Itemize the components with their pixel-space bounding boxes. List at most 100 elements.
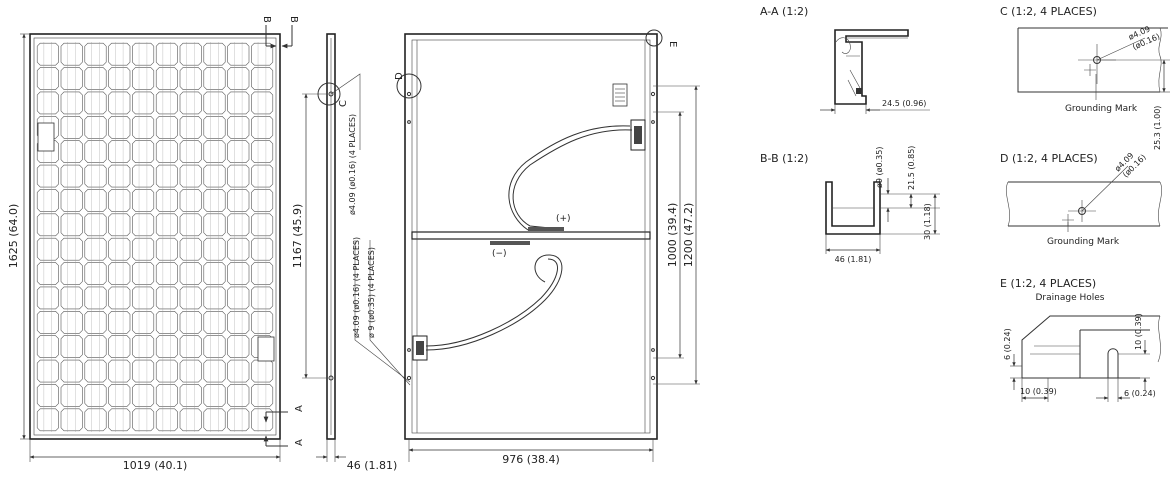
solar-cell bbox=[132, 189, 155, 212]
solar-cell bbox=[227, 189, 250, 212]
solar-cell bbox=[179, 189, 202, 212]
solar-cell bbox=[84, 262, 107, 285]
solar-cell bbox=[227, 140, 250, 163]
back-view: D E (+) (−) 976 (38.4) bbox=[394, 29, 700, 466]
solar-cell bbox=[227, 311, 250, 334]
solar-cell bbox=[179, 213, 202, 237]
solar-cell bbox=[108, 335, 131, 358]
detail-e-circle bbox=[645, 29, 663, 47]
detail-d-title: D (1:2, 4 PLACES) bbox=[1000, 152, 1098, 165]
solar-cell bbox=[60, 116, 83, 139]
detail-e-dim-bottom-right: 6 (0.24) bbox=[1124, 389, 1156, 398]
solar-cell bbox=[251, 67, 274, 90]
solar-cell bbox=[108, 42, 131, 66]
solar-cell bbox=[84, 286, 107, 310]
detail-e-letter: E bbox=[667, 41, 678, 47]
solar-cell bbox=[60, 384, 83, 407]
solar-cell bbox=[179, 286, 202, 310]
detail-e-dim-right: 10 (0.39) bbox=[1134, 313, 1143, 350]
back-cross-bar bbox=[411, 231, 651, 240]
solar-cell bbox=[108, 67, 131, 90]
solar-cell bbox=[179, 384, 202, 407]
solar-cell bbox=[203, 311, 226, 334]
solar-cell bbox=[203, 67, 226, 90]
solar-cell bbox=[132, 408, 155, 432]
solar-cell bbox=[203, 91, 226, 115]
solar-cell bbox=[179, 42, 202, 66]
solar-cell bbox=[155, 262, 178, 285]
solar-cell bbox=[155, 91, 178, 115]
solar-cell bbox=[84, 91, 107, 115]
solar-cell bbox=[203, 286, 226, 310]
solar-cell bbox=[60, 262, 83, 285]
solar-cell bbox=[203, 262, 226, 285]
solar-cell bbox=[155, 164, 178, 188]
detail-e-dim-bottom-left: 10 (0.39) bbox=[1020, 387, 1057, 396]
solar-cell bbox=[132, 335, 155, 358]
front-frame-inner bbox=[33, 37, 277, 436]
solar-cell bbox=[227, 335, 250, 358]
solar-cell bbox=[203, 164, 226, 188]
solar-cell bbox=[155, 408, 178, 432]
solar-cell bbox=[251, 213, 274, 237]
rating-label bbox=[612, 83, 628, 107]
detail-c-caption: Grounding Mark bbox=[1065, 104, 1138, 114]
solar-cell bbox=[36, 286, 59, 310]
label-box-right bbox=[257, 336, 275, 362]
section-b-left-letter: B bbox=[261, 16, 272, 23]
solar-cell bbox=[251, 91, 274, 115]
detail-e-dim-left: 6 (0.24) bbox=[1003, 328, 1012, 360]
solar-cell bbox=[203, 213, 226, 237]
side-hole-top-label: ø4.09 (ø0.16) (4 PLACES) bbox=[348, 114, 357, 215]
solar-cell bbox=[84, 213, 107, 237]
solar-cell bbox=[36, 384, 59, 407]
solar-cell-grid bbox=[36, 42, 274, 432]
solar-cell bbox=[60, 359, 83, 383]
plus-label: (+) bbox=[556, 214, 571, 224]
solar-cell bbox=[179, 408, 202, 432]
solar-cell bbox=[84, 42, 107, 66]
solar-cell bbox=[132, 286, 155, 310]
solar-cell bbox=[36, 91, 59, 115]
solar-cell bbox=[179, 237, 202, 261]
solar-cell bbox=[227, 213, 250, 237]
section-bb-hole-label: ø9 (ø0.35) bbox=[875, 147, 884, 188]
solar-cell bbox=[179, 164, 202, 188]
solar-cell bbox=[84, 311, 107, 334]
section-bb-title: B-B (1:2) bbox=[760, 152, 808, 165]
side-hole-spacing-label: 1167 (45.9) bbox=[291, 204, 304, 269]
solar-cell bbox=[108, 164, 131, 188]
detail-c: C (1:2, 4 PLACES) ø4.09 (ø0.16) 25.3 (1.… bbox=[1000, 5, 1170, 150]
connector-plus bbox=[528, 227, 564, 231]
solar-cell bbox=[251, 189, 274, 212]
solar-cell bbox=[132, 67, 155, 90]
solar-cell bbox=[227, 67, 250, 90]
solar-cell bbox=[251, 140, 274, 163]
solar-cell bbox=[227, 408, 250, 432]
solar-cell bbox=[36, 408, 59, 432]
solar-cell bbox=[155, 189, 178, 212]
detail-e: E (1:2, 4 PLACES) Drainage Holes 6 (0.24… bbox=[1000, 277, 1161, 402]
solar-cell bbox=[179, 311, 202, 334]
detail-d-caption: Grounding Mark bbox=[1047, 237, 1120, 247]
solar-cell bbox=[60, 140, 83, 163]
detail-c-letter: C bbox=[338, 100, 349, 107]
solar-cell bbox=[84, 116, 107, 139]
side-view: C ø4.09 (ø0.16) (4 PLACES) 1167 (45.9) ø… bbox=[291, 33, 411, 472]
solar-cell bbox=[60, 67, 83, 90]
solar-cell bbox=[179, 359, 202, 383]
solar-cell bbox=[155, 42, 178, 66]
detail-d-circle bbox=[396, 73, 422, 99]
solar-cell bbox=[132, 384, 155, 407]
solar-cell bbox=[203, 384, 226, 407]
solar-cell bbox=[179, 335, 202, 358]
solar-cell bbox=[60, 189, 83, 212]
solar-cell bbox=[36, 237, 59, 261]
solar-cell bbox=[36, 262, 59, 285]
solar-cell bbox=[36, 213, 59, 237]
solar-cell bbox=[203, 237, 226, 261]
solar-cell bbox=[155, 140, 178, 163]
solar-cell bbox=[227, 262, 250, 285]
solar-cell bbox=[36, 116, 59, 139]
section-bb-height-label: 30 (1.18) bbox=[923, 203, 932, 240]
